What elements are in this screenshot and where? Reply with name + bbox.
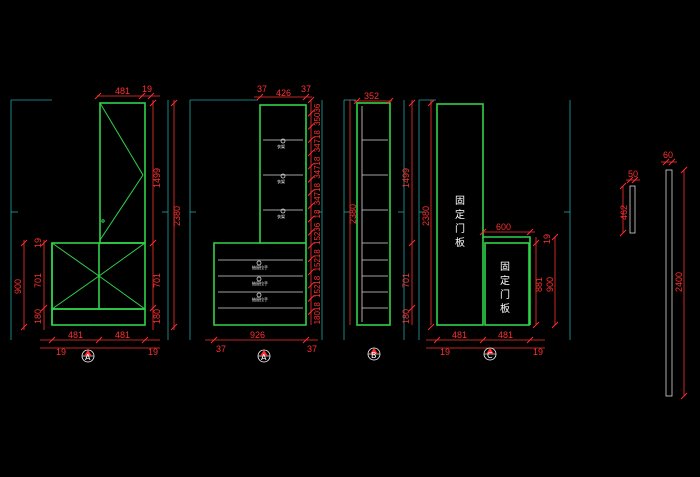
dim-c-left-0: 1499 [401,168,411,188]
dim-tick [307,295,315,302]
fixed-door-text-3: 板 [500,302,510,315]
fixed-panel-text-1: 定 [455,208,465,221]
dim-a2-right-12: 152 [313,258,322,272]
dim-side-1: 50 [628,169,638,179]
fixed-panel-text-0: 固 [455,195,465,207]
dim-a2-bottom-0: 37 [216,344,226,354]
dim-a1-right-2: 180 [152,309,162,324]
dim-a2-top-2: 37 [301,84,311,94]
dim-c-bottom-3: 19 [533,347,543,357]
dim-a1-left-3: 180 [33,309,43,324]
dim-side-2: 462 [619,205,629,220]
fixed-door-text-1: 定 [500,274,510,287]
dim-a1-top-1: 19 [142,84,152,94]
dim-a2-right-0: 36 [313,103,322,112]
dim-tick [307,189,315,197]
dim-a2-right-10: 152 [313,231,322,245]
dim-a1-left-0: 19 [33,238,43,248]
dim-tick [307,109,315,117]
dim-c-right-1: 881 [534,277,544,292]
dim-tick [307,228,315,236]
drawer-label-1: 抽屉拉手 [252,280,268,286]
dim-a2-right-6: 18 [313,183,322,192]
dim-tick [307,268,315,276]
dim-c-right-2: 900 [545,277,555,292]
section-marker-c: C [487,351,493,360]
dim-a2-right-5: 347 [313,165,322,179]
elevation-a1: 481 19 1499 701 180 2380 19 701 900 180 … [10,84,182,363]
shelf-label-1: 衣架 [277,178,285,184]
dim-a1-bottom-2: 481 [115,330,130,340]
dim-side-3: 2400 [674,272,684,292]
fixed-door-text-0: 固 [500,261,510,273]
dim-a2-right-14: 152 [313,284,322,298]
dim-b-left-0: 2380 [348,204,358,224]
section-marker-a1: A [85,353,91,362]
dim-a1-bottom-0: 19 [56,347,66,357]
dim-a2-bottom-2: 37 [307,344,317,354]
dim-tick [307,215,315,223]
dim-a2-right-1: 350 [313,112,322,126]
fixed-panel-text-2: 门 [455,222,465,235]
dim-side-0: 60 [663,150,673,160]
dim-a2-right-11: 18 [313,249,322,258]
dim-a2-top-1: 426 [276,88,291,98]
dim-a1-bottom-1: 481 [68,330,83,340]
side-detail: 60 50 462 2400 [619,150,688,400]
section-marker-b: B [371,351,377,360]
dim-tick [307,281,315,289]
dim-c-right-0: 19 [542,234,552,244]
dim-a2-bottom-1: 926 [250,330,265,340]
section-marker-a2: A [261,353,267,362]
shelf-label-2: 衣架 [277,213,285,219]
elevation-b: 352 2380 B [343,91,405,361]
dim-c-top-0: 600 [496,222,511,232]
dim-a2-right-7: 347 [313,191,322,205]
dim-a1-right-0: 1499 [152,168,162,188]
dim-a2-right-9: 36 [313,222,322,231]
dim-tick [307,136,315,144]
dim-a1-left-2: 900 [13,279,23,294]
dim-b-top-0: 352 [364,91,379,101]
dim-tick [307,308,315,316]
dim-a2-right-4: 18 [313,156,322,165]
dim-a1-right-3: 2380 [172,206,182,226]
dim-c-left-1: 2380 [421,206,431,226]
dim-a2-right-2: 18 [313,130,322,139]
dim-tick [307,162,315,170]
dim-a1-bottom-3: 19 [148,347,158,357]
dim-tick [307,96,315,104]
dim-a2-right-15: 18 [313,302,322,311]
dim-a1-left-1: 701 [33,273,43,288]
elevation-a2: 衣架 衣架 衣架 抽屉拉手 抽屉拉手 抽屉拉手 37 426 37 363501… [189,84,323,363]
drawer-label-2: 抽屉拉手 [252,296,268,302]
shelf-label-0: 衣架 [277,143,285,149]
dim-tick [307,242,315,249]
dim-tick [307,176,315,183]
dim-a2-right-3: 347 [313,138,322,152]
dim-c-bottom-2: 481 [498,330,513,340]
dim-a2-right-16: 180 [313,311,322,325]
dim-a1-top-0: 481 [115,86,130,96]
dim-c-bottom-0: 19 [440,347,450,357]
dim-c-left-2: 701 [401,273,411,288]
dim-tick [307,123,315,130]
dim-tick [307,202,315,210]
dim-a2-right-8: 18 [313,209,322,218]
dim-tick [307,255,315,263]
dim-c-bottom-1: 481 [452,330,467,340]
fixed-door-text-2: 门 [500,288,510,301]
dim-tick [307,149,315,157]
fixed-panel-text-3: 板 [455,236,465,249]
dim-a2-right-13: 18 [313,275,322,284]
drawer-label-0: 抽屉拉手 [252,264,268,270]
dim-a2-top-0: 37 [257,84,267,94]
dim-a1-right-1: 701 [152,273,162,288]
elevation-c: 固 定 门 板 固 定 门 板 1499 2380 701 180 600 19… [401,99,571,361]
dim-c-left-3: 180 [401,309,411,324]
